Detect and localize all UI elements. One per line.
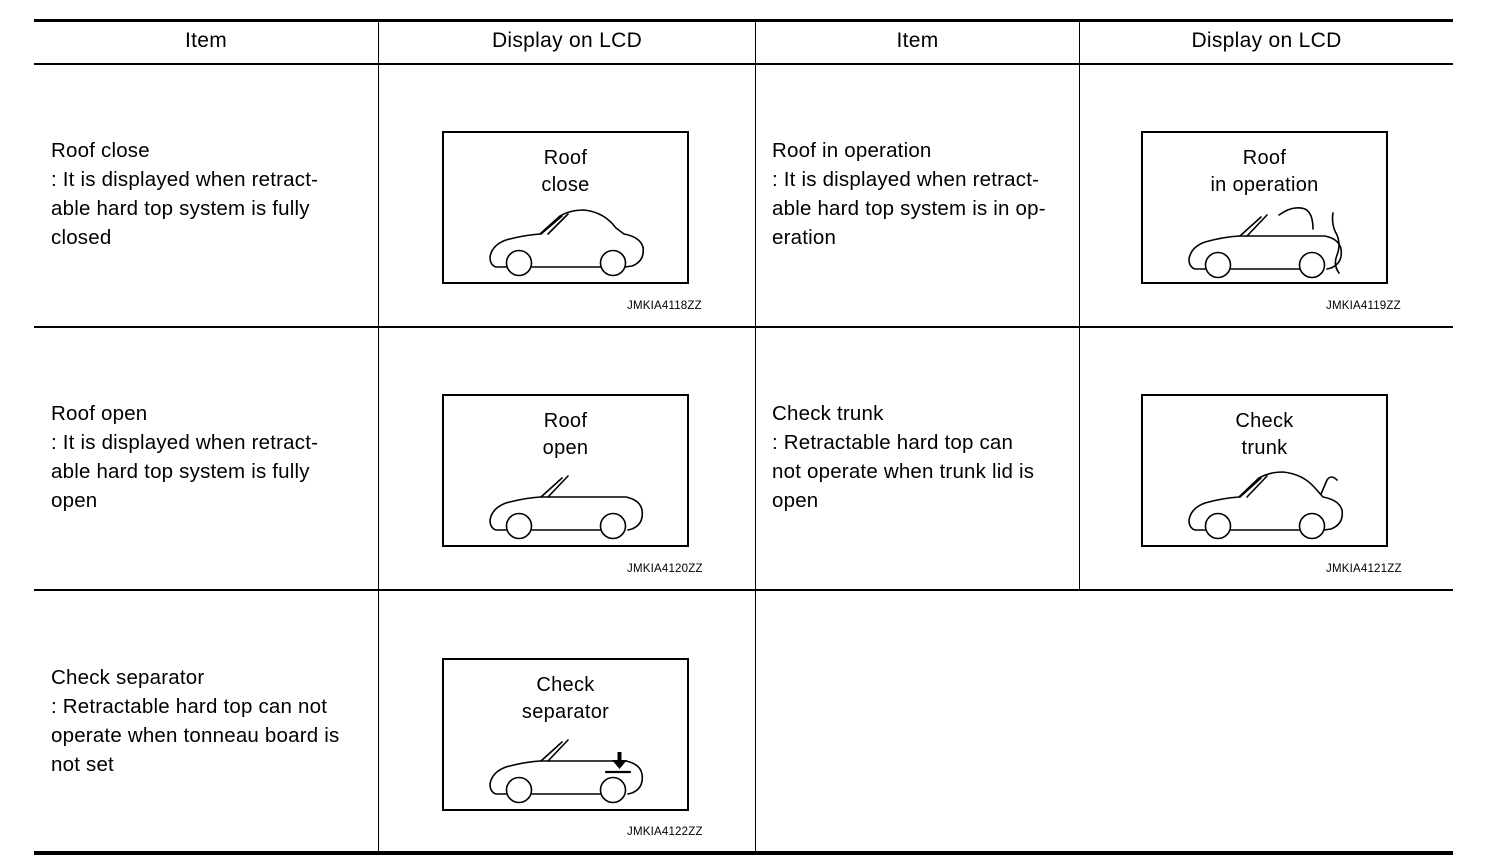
col-divider-1	[378, 22, 379, 851]
lcd-display: Roof close	[442, 131, 689, 284]
lcd-line: Roof	[1242, 147, 1287, 169]
lcd-line: close	[541, 174, 590, 196]
header-item-2: Item	[896, 29, 939, 52]
row-divider-2	[34, 589, 1453, 591]
col-divider-3	[1079, 22, 1080, 590]
car-roof-open-icon	[489, 475, 644, 540]
car-trunk-open-icon	[1188, 471, 1344, 540]
item-desc-line: : It is displayed when retract-	[51, 168, 319, 191]
car-roof-closed-icon	[489, 209, 645, 277]
lcd-line: Roof	[543, 147, 588, 169]
item-desc-line: not operate when trunk lid is	[772, 460, 1035, 483]
row-divider-1	[34, 326, 1453, 328]
car-roof-operating-icon	[1188, 207, 1343, 279]
item-description: Roof open : It is displayed when retract…	[51, 399, 318, 515]
lcd-display: Roof in operation	[1141, 131, 1388, 284]
car-separator-icon	[489, 739, 644, 804]
item-title: Roof close	[51, 139, 150, 162]
col-divider-2	[755, 22, 756, 851]
item-title: Roof open	[51, 402, 148, 425]
lcd-display: Roof open	[442, 394, 689, 547]
item-description: Check trunk : Retractable hard top can n…	[772, 399, 1034, 515]
item-desc-line: open	[51, 489, 98, 512]
lcd-message: Roof close	[444, 145, 687, 199]
lcd-message: Check trunk	[1143, 408, 1386, 462]
item-description: Roof in operation : It is displayed when…	[772, 136, 1046, 252]
lcd-line: Check	[536, 674, 595, 696]
lcd-message: Check separator	[444, 672, 687, 726]
figure-code: JMKIA4118ZZ	[627, 300, 702, 312]
lcd-line: open	[542, 437, 589, 459]
lcd-line: separator	[521, 701, 610, 723]
lcd-display: Check separator	[442, 658, 689, 811]
item-desc-line: : Retractable hard top can	[772, 431, 1014, 454]
figure-code: JMKIA4120ZZ	[627, 563, 703, 575]
item-desc-line: : It is displayed when retract-	[772, 168, 1040, 191]
header-display-2: Display on LCD	[1191, 29, 1342, 52]
item-title: Check trunk	[772, 402, 884, 425]
item-desc-line: : Retractable hard top can not	[51, 695, 328, 718]
lcd-line: trunk	[1241, 437, 1288, 459]
figure-code: JMKIA4119ZZ	[1326, 300, 1401, 312]
item-desc-line: open	[772, 489, 819, 512]
header-display-1: Display on LCD	[491, 29, 643, 52]
header-bottom-rule	[34, 63, 1453, 65]
item-desc-line: eration	[772, 226, 837, 249]
item-desc-line: operate when tonneau board is	[51, 724, 340, 747]
item-title: Roof in operation	[772, 139, 932, 162]
lcd-display: Check trunk	[1141, 394, 1388, 547]
lcd-message: Roof in operation	[1143, 145, 1386, 199]
header-item-1: Item	[184, 29, 228, 52]
lcd-line: Roof	[543, 410, 588, 432]
lcd-line: in operation	[1210, 174, 1319, 196]
table-bottom-rule	[34, 851, 1453, 855]
item-title: Check separator	[51, 666, 205, 689]
down-arrow-icon	[612, 752, 627, 769]
item-desc-line: able hard top system is fully	[51, 197, 310, 220]
item-desc-line: : It is displayed when retract-	[51, 431, 319, 454]
item-description: Check separator : Retractable hard top c…	[51, 663, 339, 779]
item-description: Roof close : It is displayed when retrac…	[51, 136, 318, 252]
figure-code: JMKIA4122ZZ	[627, 826, 703, 838]
item-desc-line: closed	[51, 226, 112, 249]
item-desc-line: able hard top system is in op-	[772, 197, 1046, 220]
item-desc-line: able hard top system is fully	[51, 460, 310, 483]
figure-code: JMKIA4121ZZ	[1326, 563, 1402, 575]
lcd-line: Check	[1235, 410, 1294, 432]
item-desc-line: not set	[51, 753, 114, 776]
lcd-message: Roof open	[444, 408, 687, 462]
table-top-rule	[34, 19, 1453, 22]
